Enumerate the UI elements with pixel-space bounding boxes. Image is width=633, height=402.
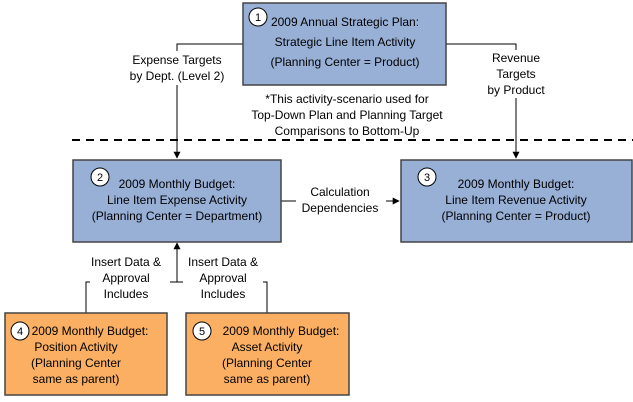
number-badge-2 [90,167,110,187]
badge-text: 4 [17,326,23,338]
box4-line: Position Activity [34,340,117,354]
insert-right-line: Insert Data & [188,255,258,269]
box2-line: 2009 Monthly Budget: [119,177,236,191]
box4-line: (Planning Center [31,356,121,370]
note-line: *This activity-scenario used for [265,92,428,106]
box1-line: 2009 Annual Strategic Plan: [271,15,419,29]
revenue-targets-line: Revenue [492,51,540,65]
insert-right-line: Approval [199,271,246,285]
box-line-item-expense: 2 2009 Monthly Budget: Line Item Expense… [72,159,282,243]
box1-line: Strategic Line Item Activity [275,35,416,49]
label-calculation-dependencies: Calculation Dependencies [296,182,386,216]
box-asset-activity: 5 2009 Monthly Budget: Asset Activity (P… [185,312,350,396]
label-insert-left: Insert Data & Approval Includes [90,254,170,302]
box2-line: (Planning Center = Department) [92,209,262,223]
box-position-activity: 4 2009 Monthly Budget: Position Activity… [4,312,168,396]
number-badge-4 [10,321,30,341]
label-expense-targets: Expense Targets by Dept. (Level 2) [118,51,236,85]
calculation-line: Dependencies [302,201,379,215]
insert-left-line: Approval [102,271,149,285]
box5-line: Asset Activity [232,340,303,354]
number-badge-1 [248,7,268,27]
calculation-line: Calculation [310,185,369,199]
insert-left-line: Insert Data & [91,255,161,269]
label-revenue-targets: Revenue Targets by Product [482,50,550,98]
connector-revenue-targets [446,43,520,159]
connector-expense-targets [173,43,243,159]
box4-line: 2009 Monthly Budget: [32,324,149,338]
note-activity-scenario: *This activity-scenario used for Top-Dow… [251,92,443,138]
note-line: Comparisons to Bottom-Up [275,124,420,138]
box5-line: (Planning Center [222,356,312,370]
insert-right-line: Includes [201,287,246,301]
box3-line: Line Item Revenue Activity [445,193,586,207]
badge-text: 2 [97,172,103,184]
box2-line: Line Item Expense Activity [107,193,247,207]
expense-targets-line: by Dept. (Level 2) [130,69,225,83]
insert-left-line: Includes [104,287,149,301]
box-annual-strategic-plan: 1 2009 Annual Strategic Plan: Strategic … [242,2,447,86]
label-insert-right: Insert Data & Approval Includes [183,254,263,302]
number-badge-3 [417,167,437,187]
box3-line: (Planning Center = Product) [441,209,590,223]
badge-text: 3 [424,172,430,184]
note-line: Top-Down Plan and Planning Target [251,108,443,122]
number-badge-5 [192,321,212,341]
box5-line: 2009 Monthly Budget: [223,324,340,338]
box1-line: (Planning Center = Product) [270,55,419,69]
revenue-targets-line: Targets [496,67,535,81]
box3-line: 2009 Monthly Budget: [458,177,575,191]
box-line-item-revenue: 3 2009 Monthly Budget: Line Item Revenue… [400,159,633,243]
expense-targets-line: Expense Targets [132,53,221,67]
box5-line: same as parent) [224,372,311,386]
badge-text: 5 [199,326,205,338]
revenue-targets-line: by Product [487,83,545,97]
badge-text: 1 [255,12,261,24]
box4-line: same as parent) [33,372,120,386]
